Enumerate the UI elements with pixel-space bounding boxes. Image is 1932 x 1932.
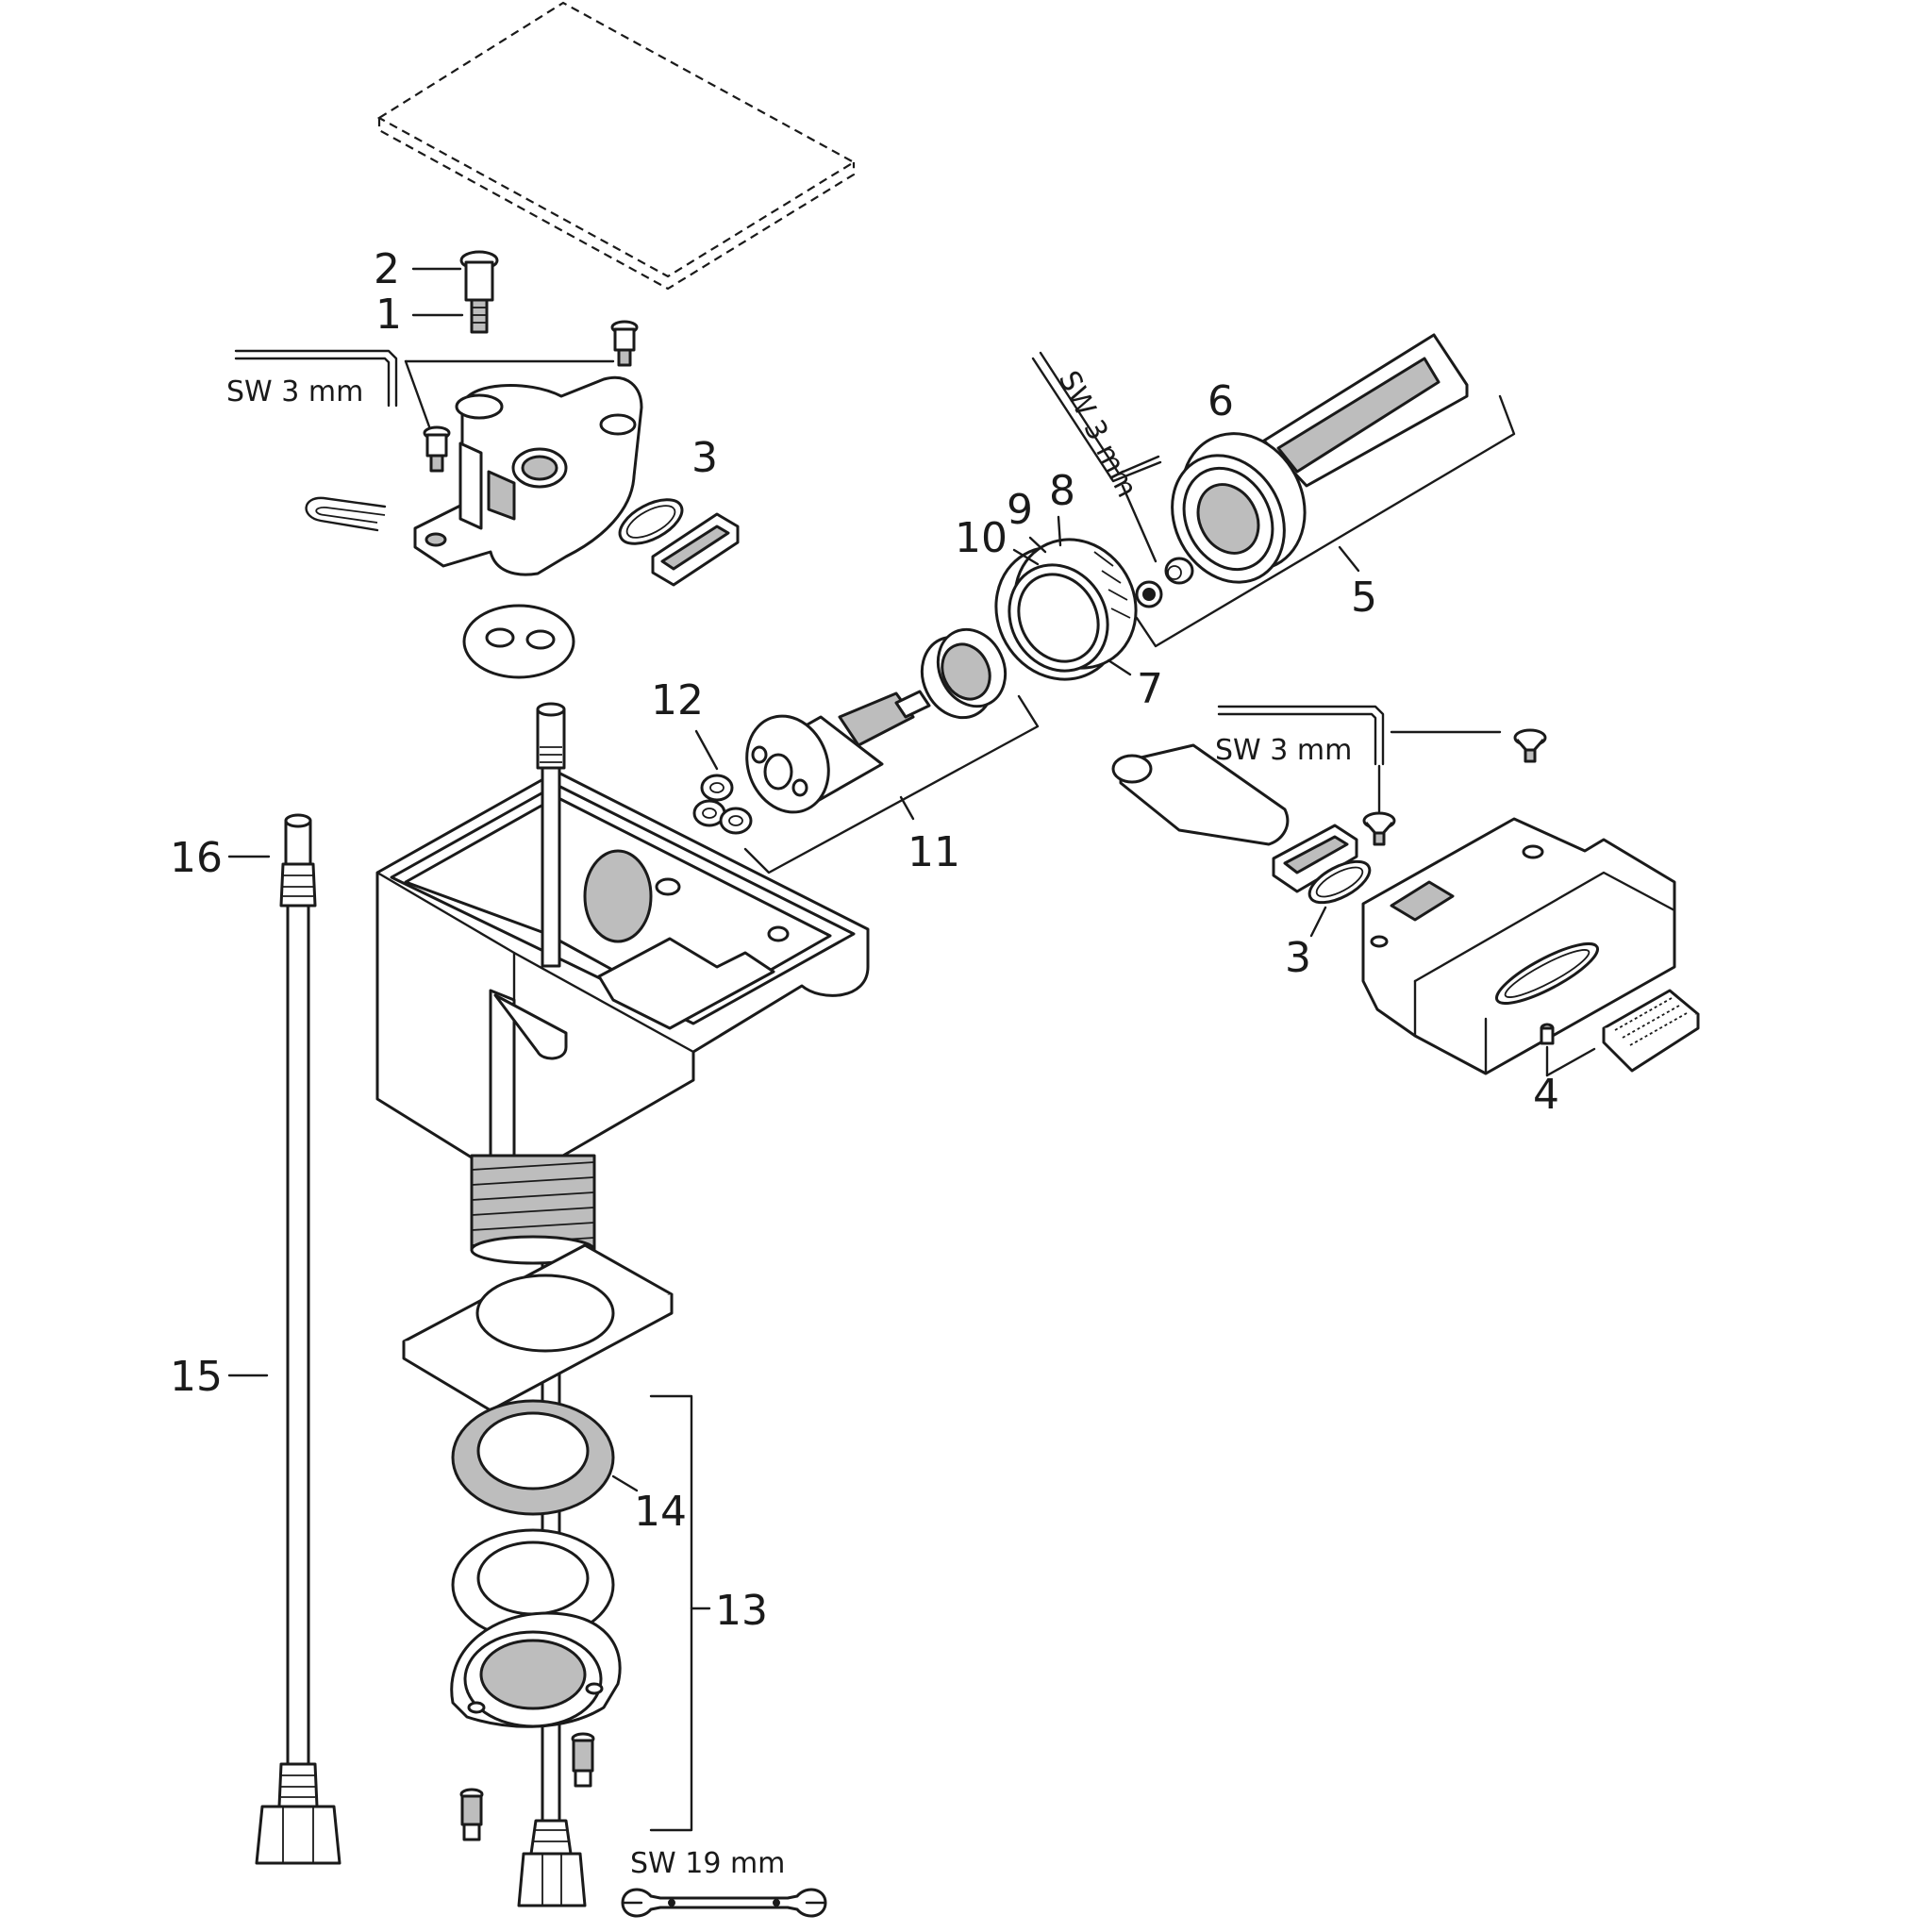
leader-11	[899, 795, 915, 821]
leader-5	[1338, 545, 1360, 573]
lever-handle	[1171, 333, 1469, 584]
leader-12	[694, 729, 719, 771]
leader-14	[611, 1474, 639, 1492]
metal-washer	[451, 1528, 615, 1641]
seal-set	[692, 774, 753, 835]
fixing-screw-body	[423, 425, 451, 473]
cartridge-nut	[920, 627, 1008, 720]
callout-12: 12	[651, 676, 704, 724]
supply-hose	[255, 813, 341, 1865]
connector-clip-right	[1272, 824, 1358, 893]
callout-11: 11	[908, 828, 960, 876]
connector-clip-upper	[651, 512, 740, 587]
threaded-shank	[470, 1154, 596, 1265]
fixing-nut	[450, 1611, 622, 1728]
callout-numbers: 1 2 3 3 4 5 6 7 8 9 10 11 12 13 14 15 16	[170, 245, 1559, 1635]
callout-1: 1	[375, 291, 402, 339]
callout-2: 2	[374, 245, 400, 293]
leader-hex-middle	[1121, 484, 1158, 563]
spout-body	[375, 770, 870, 1186]
leader-10	[1012, 548, 1040, 566]
threaded-stud-left	[459, 1788, 484, 1841]
mixer-body	[413, 375, 643, 576]
leader-8	[1057, 515, 1062, 547]
callout-6: 6	[1208, 377, 1234, 425]
leader-hex-left-2	[404, 359, 432, 431]
leader-9	[1028, 536, 1047, 554]
seal-plate	[462, 604, 575, 679]
callout-7: 7	[1137, 665, 1163, 713]
callout-13: 13	[715, 1587, 768, 1635]
threaded-ring	[994, 538, 1138, 681]
countersunk-screw-mid	[1362, 811, 1396, 846]
aerator	[1540, 989, 1700, 1073]
callout-3a: 3	[691, 434, 718, 482]
o-ring-right	[1307, 859, 1372, 905]
wrench-icon: SW 19 mm	[621, 1847, 827, 1918]
cartridge	[745, 690, 931, 814]
wrench-label: SW 19 mm	[630, 1847, 785, 1880]
threaded-stud-right	[571, 1732, 595, 1788]
callout-4: 4	[1533, 1071, 1559, 1119]
small-nut	[1135, 557, 1194, 608]
callout-3b: 3	[1285, 934, 1311, 982]
hex-key-left: SW 3 mm	[226, 349, 398, 408]
leader-4	[1545, 1047, 1596, 1077]
hex-key-right: SW 3 mm	[1215, 705, 1385, 767]
spout-housing	[1361, 817, 1676, 1075]
callout-15: 15	[170, 1353, 223, 1401]
countersunk-screw-top	[1513, 728, 1547, 763]
hex-key-right-label: SW 3 mm	[1215, 734, 1352, 767]
hex-key-left-label: SW 3 mm	[226, 375, 363, 408]
callout-16: 16	[170, 834, 223, 882]
rubber-washer	[451, 1399, 615, 1516]
leader-3b	[1309, 906, 1327, 938]
bracket-13	[649, 1394, 693, 1832]
spout-insert	[1111, 743, 1290, 846]
bracket-5	[1135, 394, 1516, 648]
callout-9: 9	[1007, 486, 1033, 534]
cover-tile	[376, 1, 857, 291]
retaining-clip	[305, 496, 387, 532]
callout-8: 8	[1049, 467, 1075, 515]
callout-5: 5	[1351, 574, 1377, 622]
leader-7	[1107, 658, 1132, 676]
mounting-plate	[402, 1243, 674, 1412]
callout-14: 14	[634, 1488, 687, 1536]
vent-screw-part	[459, 250, 499, 334]
callout-10: 10	[955, 514, 1008, 562]
fixing-screw-top	[610, 320, 639, 367]
o-ring-upper	[618, 498, 684, 545]
